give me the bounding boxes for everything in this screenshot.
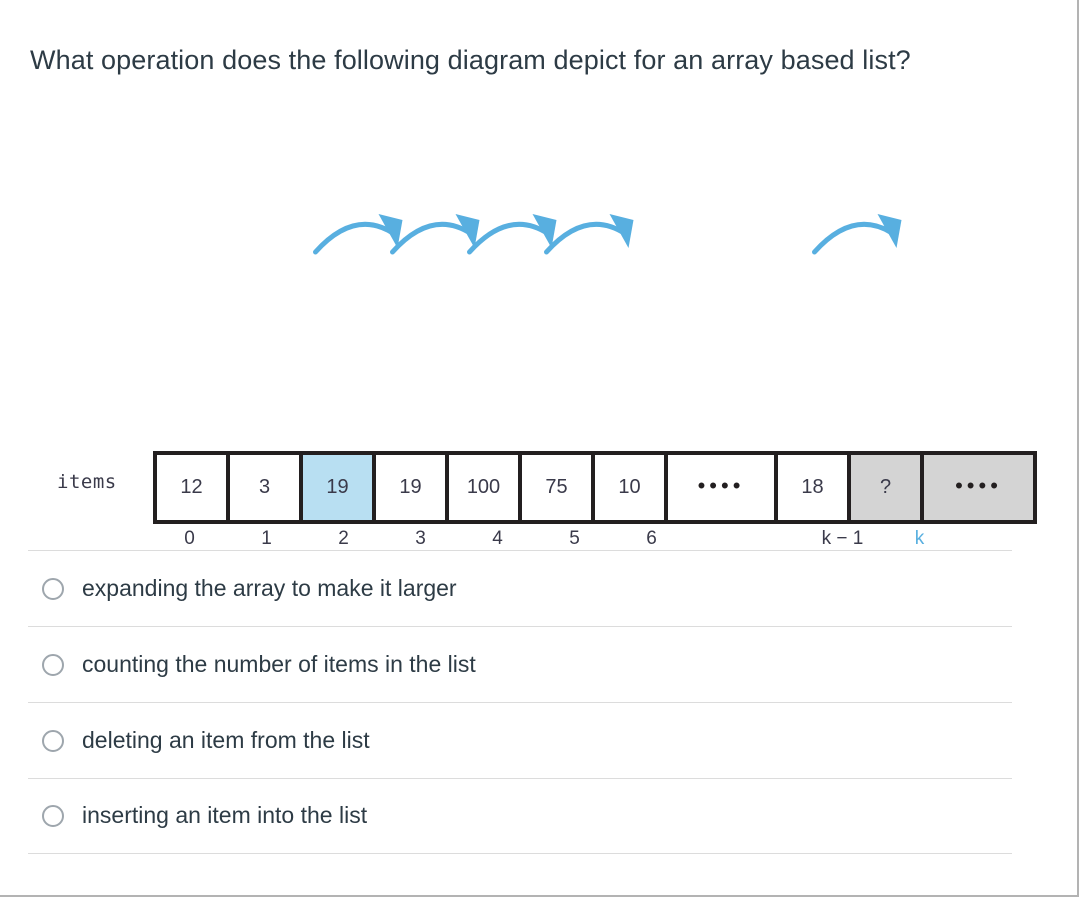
shift-arrow-0 — [313, 221, 397, 255]
array-cell-value: 18 — [801, 476, 824, 498]
answer-options-list: expanding the array to make it larger cou… — [28, 550, 1012, 854]
array-cell-2: 19 — [303, 455, 376, 520]
array-cell-6: 10 — [595, 455, 668, 520]
array-cell-1: 3 — [230, 455, 303, 520]
shift-arrow-head-2 — [532, 214, 557, 248]
shift-arrow-4 — [812, 221, 896, 255]
array-cell-4: 100 — [449, 455, 522, 520]
array-cell-value: ? — [879, 476, 892, 498]
answer-option-label-1: counting the number of items in the list — [82, 650, 476, 677]
array-cell-3: 19 — [376, 455, 449, 520]
radio-button-3[interactable] — [42, 805, 64, 827]
array-index-label-3: 3 — [415, 528, 426, 549]
array-cell-value: 10 — [618, 476, 641, 498]
array-cell-9: ? — [851, 455, 924, 520]
shift-arrows-group — [313, 214, 902, 255]
array-cell-0: 12 — [157, 455, 230, 520]
ellipsis-icon: •••• — [697, 472, 745, 498]
array-cell-value: 100 — [466, 476, 501, 498]
radio-button-2[interactable] — [42, 729, 64, 752]
array-index-label-5: 5 — [569, 528, 580, 549]
array-index-label-2: 2 — [338, 528, 349, 549]
array-index-label-0: 0 — [184, 528, 195, 549]
shift-arrow-2 — [467, 221, 551, 255]
question-stem: What operation does the following diagra… — [30, 45, 911, 75]
array-cell-5: 75 — [522, 455, 595, 520]
answer-option-label-2: deleting an item from the list — [82, 726, 370, 753]
radio-button-1[interactable] — [42, 653, 64, 676]
shift-arrow-head-1 — [455, 214, 480, 248]
array-cell-value: 19 — [326, 476, 349, 498]
answer-option-3[interactable]: inserting an item into the list — [28, 778, 1012, 854]
array-index-label-4: 4 — [492, 528, 503, 549]
shift-arrow-3 — [544, 221, 628, 255]
array-cell-8: 18 — [778, 455, 851, 520]
answer-option-label-3: inserting an item into the list — [82, 802, 368, 829]
array-index-label-8: k — [914, 528, 925, 549]
array-cell-value: 19 — [399, 476, 422, 498]
array-cell-10: •••• — [924, 455, 1037, 520]
array-cells-row: 12 3 19 19 100 75 10 •••• 18? •••• — [153, 451, 1037, 524]
array-cell-7: •••• — [668, 455, 778, 520]
ellipsis-icon: •••• — [955, 472, 1002, 498]
array-index-label-1: 1 — [261, 528, 272, 549]
answer-option-2[interactable]: deleting an item from the list — [28, 702, 1012, 778]
shift-arrow-head-0 — [378, 214, 403, 248]
array-cell-value: 75 — [545, 476, 568, 498]
answer-option-0[interactable]: expanding the array to make it larger — [28, 550, 1012, 626]
shift-arrow-1 — [390, 221, 474, 255]
answer-option-label-0: expanding the array to make it larger — [82, 574, 457, 601]
shift-arrow-head-3 — [609, 214, 634, 248]
array-index-label-7: k − 1 — [821, 528, 864, 549]
quiz-question-panel: What operation does the following diagra… — [0, 0, 1079, 897]
shift-arrow-head-4 — [877, 214, 902, 248]
array-cell-value: 3 — [258, 476, 271, 498]
answer-option-1[interactable]: counting the number of items in the list — [28, 626, 1012, 702]
array-cell-value: 12 — [180, 476, 203, 498]
array-variable-label: items — [57, 471, 117, 493]
array-index-label-6: 6 — [646, 528, 657, 549]
radio-button-0[interactable] — [42, 577, 64, 600]
